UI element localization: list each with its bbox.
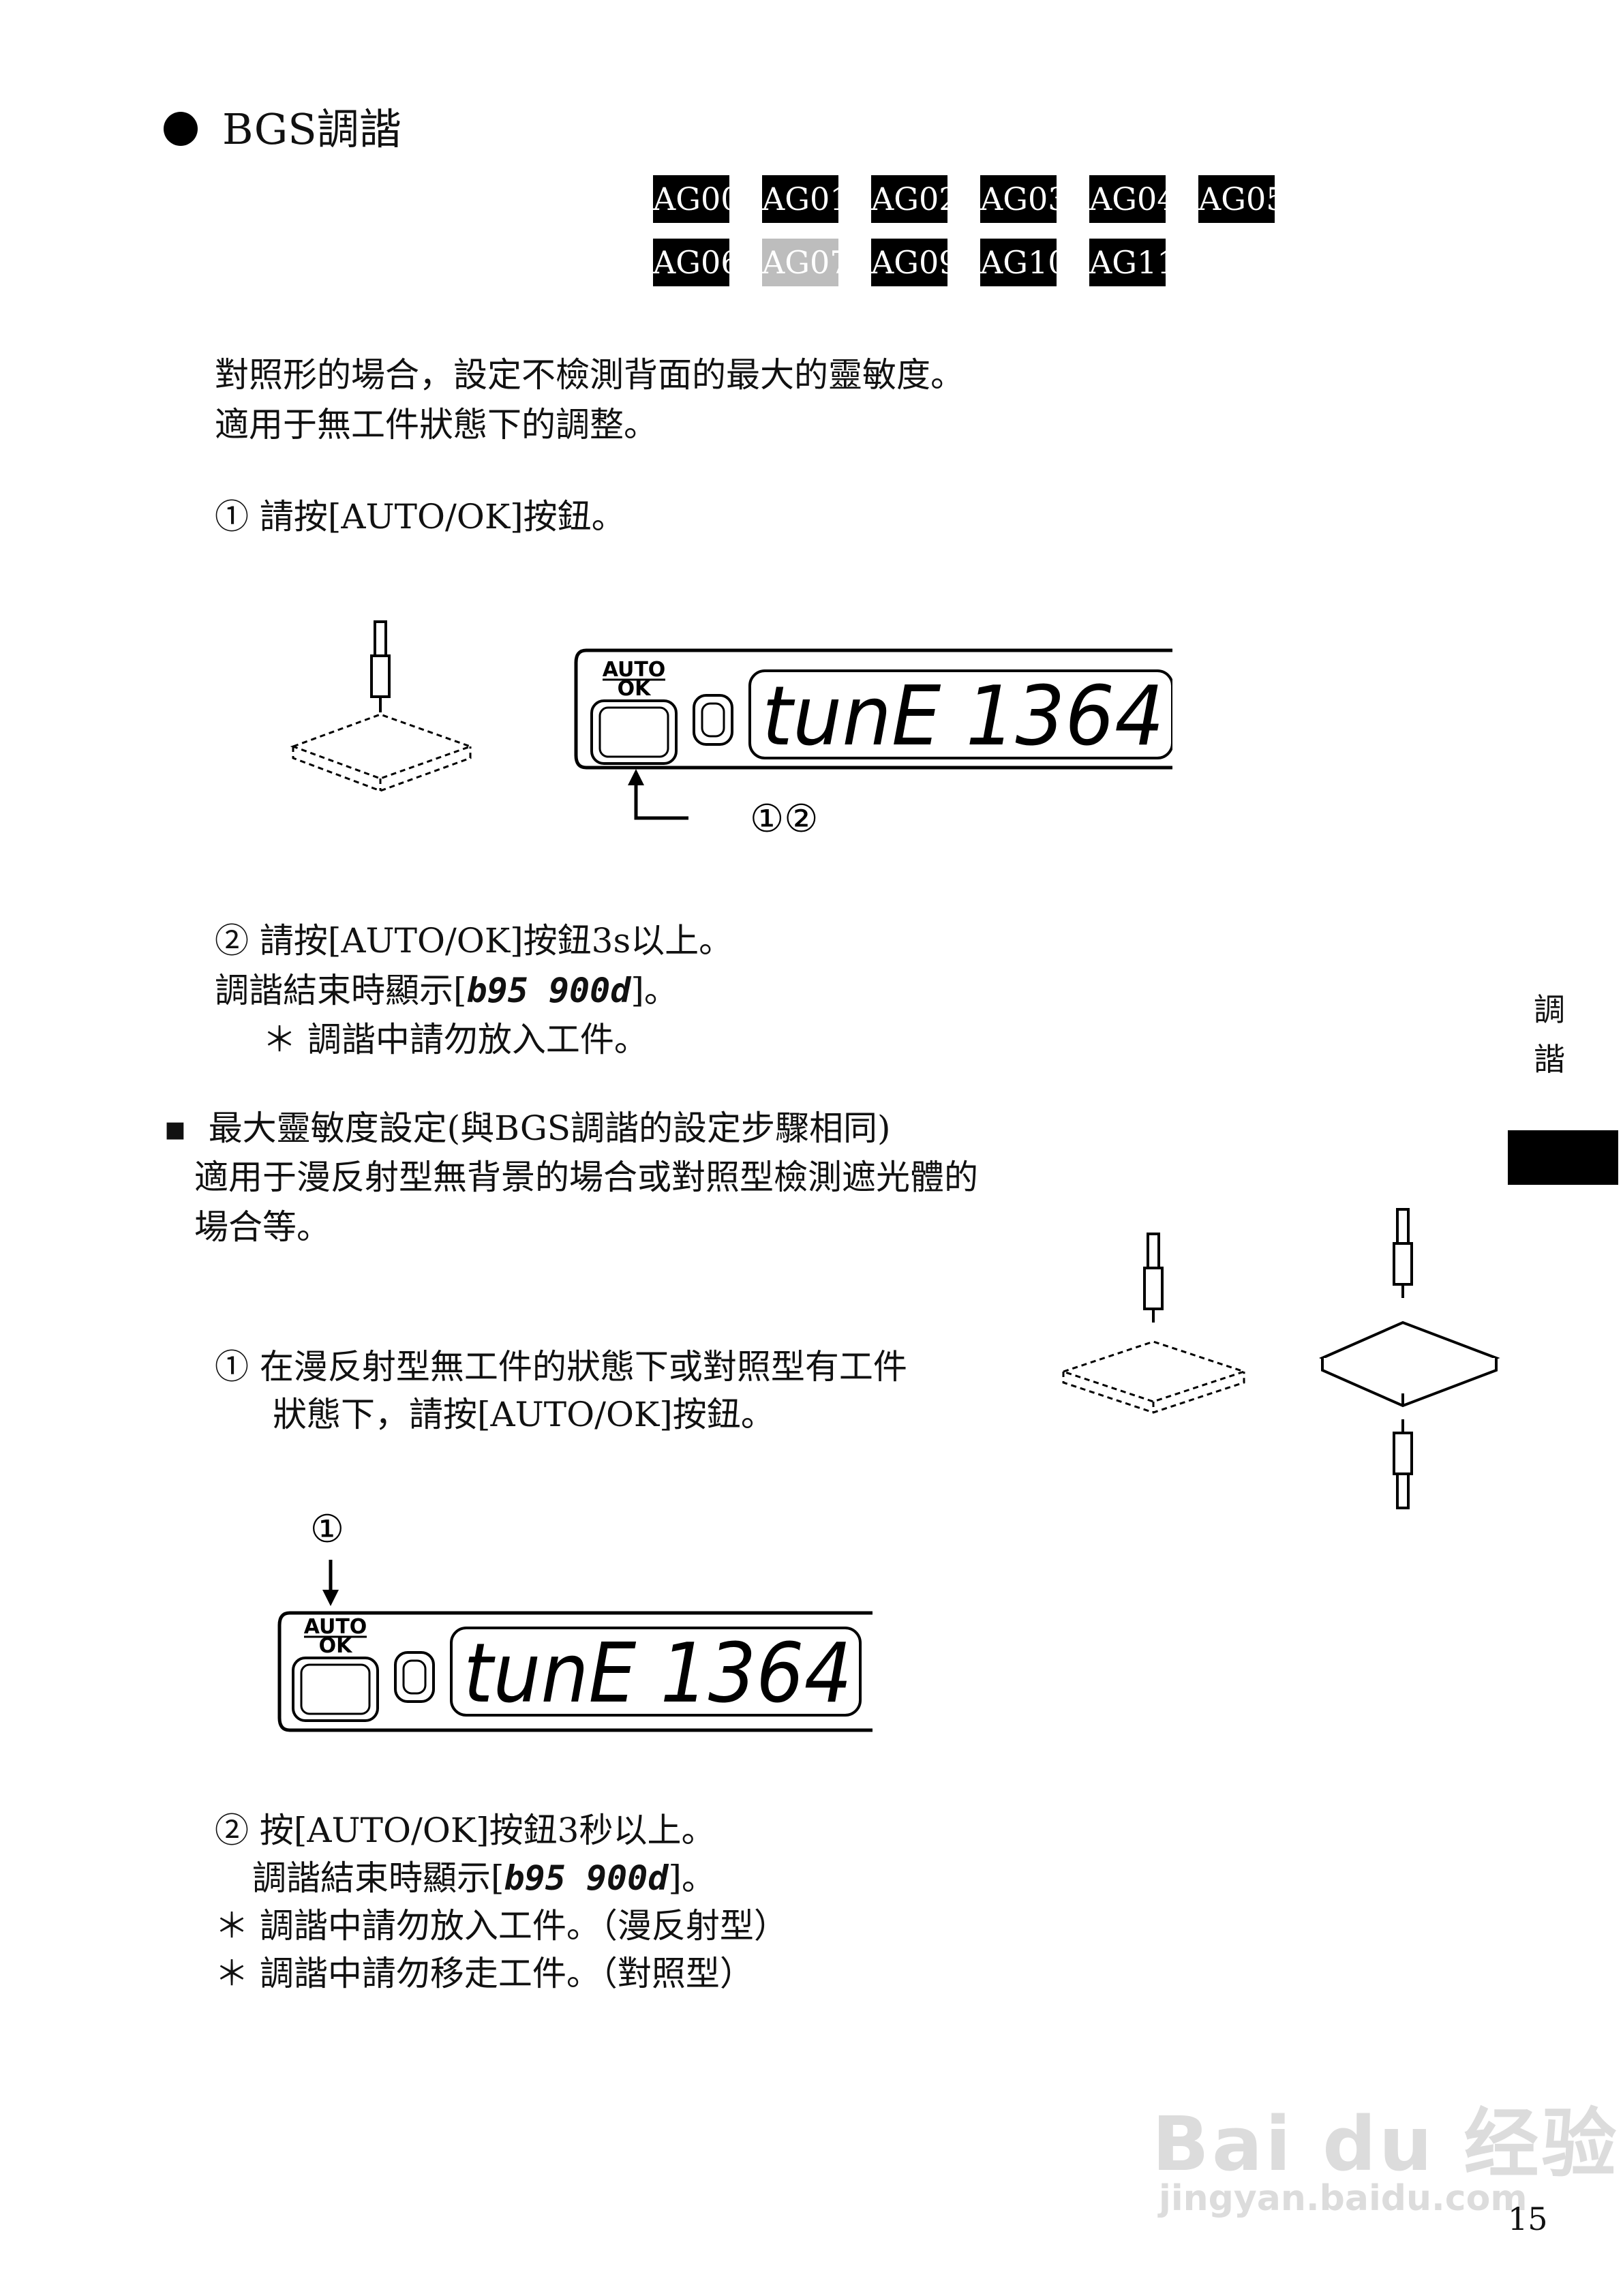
side-tab-char-1: 調 <box>1534 991 1565 1028</box>
intro-line-2: 適用于無工件狀態下的調整。 <box>215 405 658 444</box>
model-badge: AG09 <box>871 239 959 286</box>
sensor-head-icon <box>370 620 391 712</box>
model-badge-disabled: AG07 <box>762 239 850 286</box>
step-4-text: ② 按[AUTO/OK]按鈕3秒以上。 <box>215 1811 716 1850</box>
square-bullet-icon: ▪ <box>164 1108 187 1148</box>
side-tab-char-2: 諧 <box>1534 1041 1565 1078</box>
lcd-display <box>748 669 1172 759</box>
workpiece-icon <box>1319 1320 1500 1408</box>
step-3-line-2: 狀態下，請按[AUTO/OK]按鈕。 <box>273 1395 775 1434</box>
model-badge: AG01 <box>762 175 850 223</box>
sensor-head-icon <box>1143 1233 1164 1323</box>
emitter-head-icon <box>1393 1208 1413 1298</box>
ok-label: OK <box>319 1634 354 1658</box>
title-text: BGS調諧 <box>222 104 401 154</box>
empty-workpiece-icon <box>290 713 474 792</box>
step-3-line-1: ① 在漫反射型無工件的狀態下或對照型有工件 <box>215 1347 907 1387</box>
auto-ok-button[interactable] <box>590 699 678 765</box>
auto-label: AUTO <box>603 658 666 682</box>
intro-line-1: 對照形的場合，設定不檢測背面的最大的靈敏度。 <box>215 355 965 395</box>
down-arrow-icon <box>322 1560 339 1606</box>
receiver-head-icon <box>1393 1419 1413 1509</box>
mode-illustrations <box>1060 1208 1500 1509</box>
lcd-text: tunE 1364 <box>464 1627 852 1721</box>
step-2-result: 調諧結束時顯示[b95 900d]。 <box>215 971 678 1010</box>
section-title: BGS調諧 <box>164 102 401 157</box>
baidu-watermark-logo: Bai du 经验 <box>1152 2100 1620 2188</box>
lcd-value: b95 900d <box>466 971 631 1010</box>
step-2-note: ＊ 調諧中請勿放入工件。 <box>262 1020 648 1059</box>
step-4-note-2: ＊ 調諧中請勿移走工件。（對照型） <box>215 1954 754 1993</box>
model-badge: AG03 <box>980 175 1068 223</box>
lcd-value: b95 900d <box>504 1858 669 1898</box>
baidu-watermark-url: jingyan.baidu.com <box>1159 2178 1528 2219</box>
lcd-text: tunE 1364 <box>762 669 1164 764</box>
indicator-led-icon <box>693 694 733 746</box>
amplifier-body <box>574 648 1172 770</box>
callout-label: ① <box>310 1507 344 1552</box>
auto-ok-button[interactable] <box>292 1657 379 1722</box>
amplifier-body <box>277 1611 873 1732</box>
side-tab-marker <box>1508 1130 1618 1185</box>
empty-workpiece-icon <box>1060 1340 1247 1414</box>
model-badge: AG11 <box>1089 239 1177 286</box>
tuning-diagram-2: ① AUTO OK tunE 1364 <box>277 1507 873 1732</box>
callout-label: ①② <box>750 797 818 841</box>
page-number: 15 <box>1508 2201 1548 2237</box>
model-badge: AG06 <box>653 239 741 286</box>
indicator-led-icon <box>394 1651 435 1703</box>
step-1-text: ① 請按[AUTO/OK]按鈕。 <box>215 497 626 537</box>
up-arrow-icon <box>628 769 688 820</box>
model-badge: AG10 <box>980 239 1068 286</box>
model-badge: AG00 <box>653 175 741 223</box>
model-badge: AG04 <box>1089 175 1177 223</box>
model-badge: AG05 <box>1198 175 1286 223</box>
lcd-display <box>450 1627 862 1717</box>
ok-label: OK <box>618 677 652 701</box>
auto-label: AUTO <box>304 1615 367 1639</box>
step-4-result: 調諧結束時顯示[b95 900d]。 <box>252 1858 716 1898</box>
step-2-text: ② 請按[AUTO/OK]按鈕3s以上。 <box>215 921 733 961</box>
section-2-line-2: 適用于漫反射型無背景的場合或對照型檢測遮光體的 <box>194 1158 978 1197</box>
bullet-icon <box>164 111 198 146</box>
step-4-note-1: ＊ 調諧中請勿放入工件。（漫反射型） <box>215 1906 788 1946</box>
section-2-line-3: 場合等。 <box>194 1207 331 1247</box>
tuning-diagram-1: AUTO OK tunE 1364 ①② <box>290 620 1172 841</box>
section-2-title: ▪ 最大靈敏度設定(與BGS調諧的設定步驟相同) <box>164 1108 891 1148</box>
model-badge: AG02 <box>871 175 959 223</box>
